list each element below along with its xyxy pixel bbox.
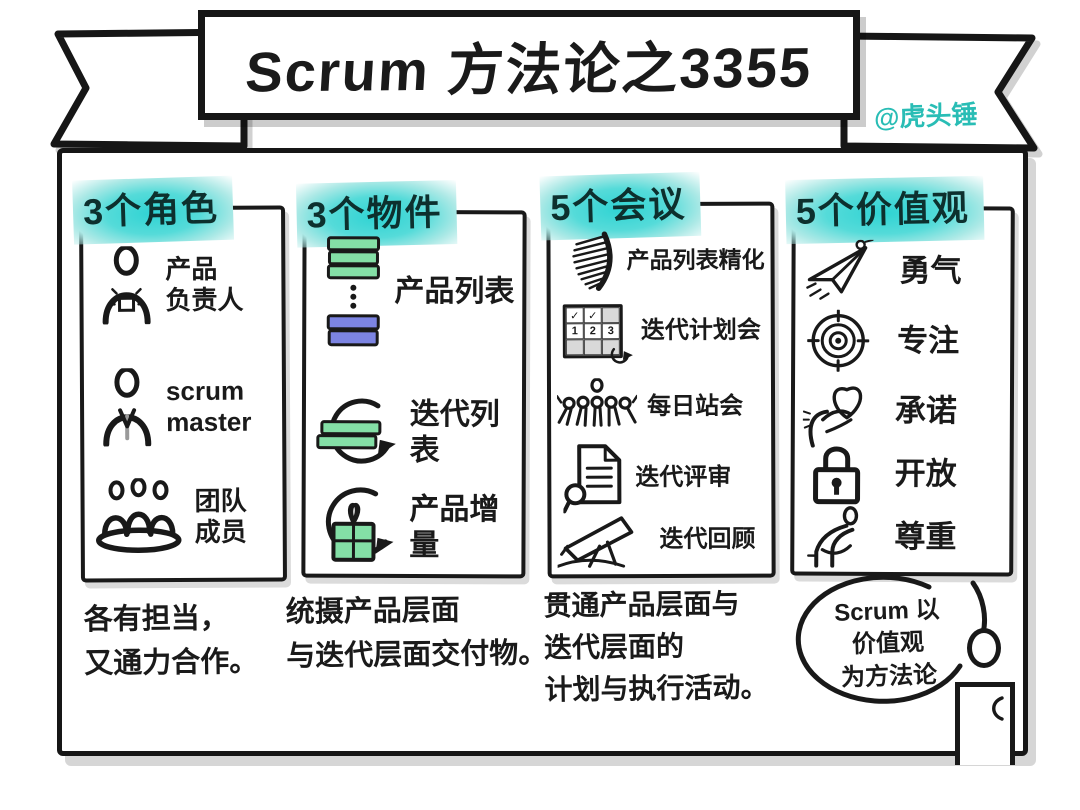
artifact-label: 产品增量 bbox=[409, 492, 500, 563]
artifact-label: 迭代列表 bbox=[409, 397, 500, 468]
meetings-column-box: 5个会议 产品列表精化 ✓ ✓ 1 2 3 bbox=[539, 171, 776, 579]
values-column-box: 5个价值观 勇气 专注 bbox=[785, 175, 1015, 577]
meetings-note: 贯通产品层面与 迭代层面的 计划与执行活动。 bbox=[543, 587, 769, 706]
product-owner-icon bbox=[102, 246, 151, 325]
scrum-master-icon bbox=[103, 368, 152, 447]
roles-column-header: 3个角色 bbox=[72, 175, 235, 245]
calendar-cell bbox=[583, 339, 602, 356]
refinement-comb-icon bbox=[572, 231, 613, 291]
page-title: Scrum 方法论之3355 bbox=[243, 35, 815, 103]
role-label: scrum master bbox=[165, 375, 252, 438]
calendar-cell: ✓ bbox=[583, 307, 602, 324]
meeting-label: 产品列表精化 bbox=[626, 246, 765, 274]
value-label: 开放 bbox=[894, 456, 957, 492]
banner-title-box: Scrum 方法论之3355 bbox=[198, 10, 860, 120]
value-label: 承诺 bbox=[894, 393, 957, 429]
speaker-head-icon bbox=[967, 628, 1001, 668]
ribbon-tail-right bbox=[840, 32, 1038, 152]
values-column-header: 5个价值观 bbox=[785, 175, 985, 245]
value-label: 专注 bbox=[897, 323, 960, 359]
daily-standup-people-icon bbox=[556, 378, 638, 427]
roles-column-box: 3个角色 产品 负责人 scrum master bbox=[72, 175, 287, 583]
speaker-podium bbox=[955, 682, 1015, 765]
calendar-cell bbox=[601, 307, 620, 324]
calendar-cell: 2 bbox=[583, 323, 602, 340]
calendar-cell: ✓ bbox=[565, 307, 584, 324]
respect-bow-icon bbox=[807, 506, 859, 568]
focus-target-icon bbox=[807, 309, 870, 372]
meeting-label: 每日站会 bbox=[647, 392, 744, 420]
team-members-icon bbox=[96, 477, 182, 553]
author-watermark: @虎头锤 bbox=[873, 99, 978, 133]
meeting-label: 迭代评审 bbox=[635, 463, 732, 491]
openness-lock-icon bbox=[813, 446, 861, 505]
role-label: 团队 成员 bbox=[194, 485, 247, 547]
product-increment-icon bbox=[325, 487, 394, 562]
product-backlog-icon bbox=[326, 236, 381, 347]
artifact-label: 产品列表 bbox=[394, 274, 515, 309]
sprint-backlog-icon bbox=[316, 398, 396, 464]
role-label: 产品 负责人 bbox=[165, 253, 244, 316]
commitment-heart-icon bbox=[802, 386, 863, 448]
sprint-review-doc-icon bbox=[563, 444, 622, 514]
artifacts-column-box: 3个物件 产品列表 迭代列表 bbox=[295, 180, 527, 579]
value-label: 尊重 bbox=[894, 519, 957, 555]
sprint-planning-calendar-icon: ✓ ✓ 1 2 3 bbox=[562, 304, 633, 364]
podium-hook-mark bbox=[992, 696, 1004, 721]
calendar-cell: 3 bbox=[601, 323, 620, 340]
roles-note: 各有担当， 又通力合作。 bbox=[83, 602, 259, 680]
value-label: 勇气 bbox=[899, 253, 962, 289]
calendar-cell: 1 bbox=[565, 323, 584, 340]
meeting-label: 迭代计划会 bbox=[640, 316, 761, 344]
artifacts-note: 统摄产品层面 与迭代层面交付物。 bbox=[285, 594, 548, 673]
calendar-cell bbox=[565, 339, 584, 356]
courage-paper-plane-icon bbox=[806, 239, 874, 300]
cycle-arrow-icon bbox=[610, 347, 633, 364]
bubble-text: Scrum 以 价值观 为方法论 bbox=[833, 596, 940, 692]
meeting-label: 迭代回顾 bbox=[659, 525, 756, 553]
retrospective-telescope-icon bbox=[557, 516, 634, 568]
